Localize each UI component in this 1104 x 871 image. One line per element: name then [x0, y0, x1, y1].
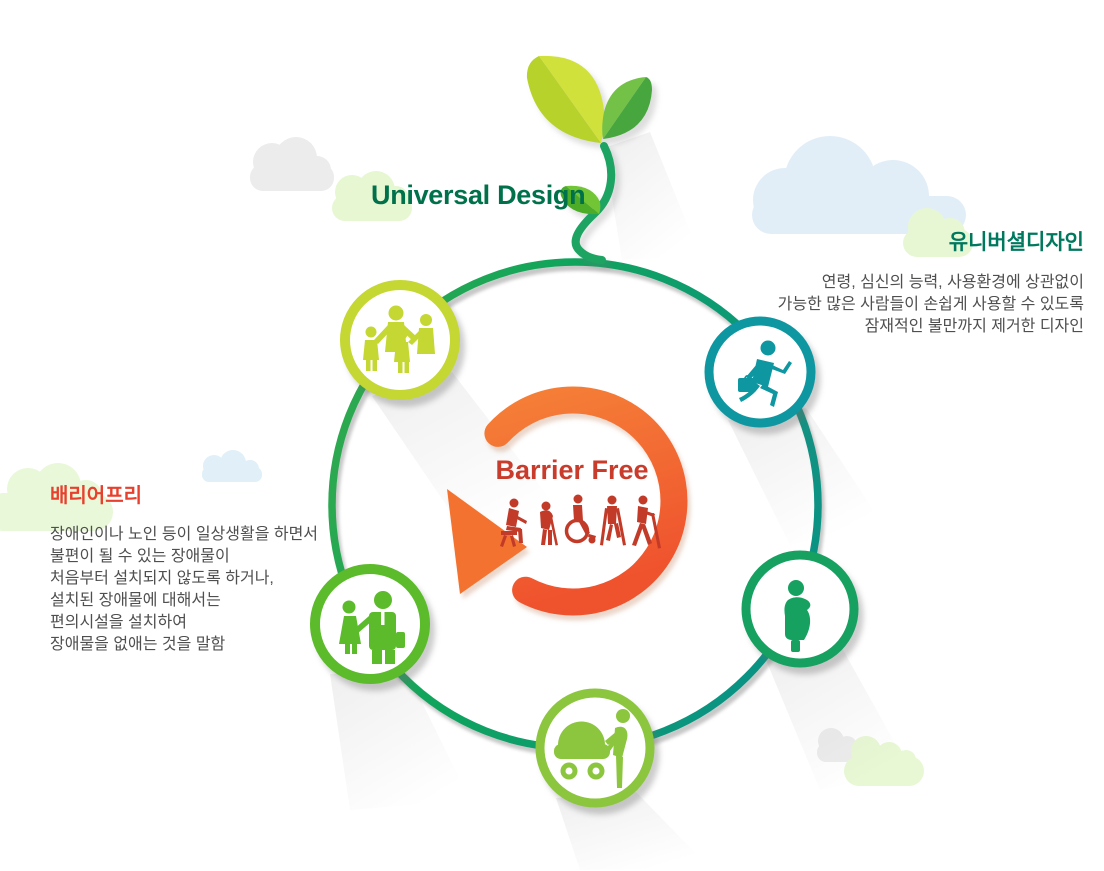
node-businessman — [704, 316, 816, 428]
barrier-free-desc-line: 처음부터 설치되지 않도록 하거나, — [50, 570, 274, 587]
node-pregnant-woman — [741, 550, 859, 668]
elder-with-long-cane-icon — [632, 495, 661, 549]
hunched-elder-with-cane-icon — [540, 501, 558, 546]
wheelchair-user-icon — [564, 494, 596, 544]
adult-with-child-icon — [339, 591, 405, 664]
barrier-free-desc-line: 설치된 장애물에 대해서는 — [50, 592, 221, 609]
pregnant-woman-icon — [784, 580, 811, 652]
barrier-free-title-en: Barrier Free — [495, 455, 649, 485]
family-icon — [363, 305, 435, 373]
running-businessman-icon — [738, 340, 792, 407]
leaf-small-green — [560, 185, 601, 215]
node-stroller — [535, 688, 655, 808]
leaf-large-yellow-green — [526, 55, 605, 143]
center-accessibility-icons — [500, 494, 661, 549]
shadow-beams — [330, 132, 910, 870]
barrier-free-description: 장애인이나 노인 등이 일상생활을 하면서 불편이 될 수 있는 장애물이 처음… — [50, 524, 318, 656]
universal-design-description: 연령, 심신의 능력, 사용환경에 상관없이 가능한 많은 사람들이 손쉽게 사… — [778, 272, 1084, 338]
barrier-free-desc-line: 장애물을 없애는 것을 말함 — [50, 636, 226, 653]
person-with-crutches-icon — [600, 495, 626, 546]
parent-with-stroller-icon — [554, 709, 630, 788]
leaf-large-green — [602, 77, 652, 139]
cloud-green-topright — [903, 208, 973, 257]
universal-design-desc-line: 가능한 많은 사람들이 손쉽게 사용할 수 있도록 — [777, 296, 1084, 313]
cloud-gray-topleft — [250, 137, 334, 191]
barrier-free-desc-line: 불편이 될 수 있는 장애물이 — [50, 548, 230, 565]
universal-design-title-en: Universal Design — [371, 180, 586, 210]
barrier-free-desc-line: 편의시설을 설치하여 — [50, 614, 187, 631]
node-adult-with-child — [310, 564, 430, 684]
universal-design-title-ko: 유니버셜디자인 — [948, 231, 1084, 254]
cloud-blue-left — [202, 450, 262, 482]
seated-person-icon — [500, 498, 527, 547]
plant-stem — [571, 142, 616, 264]
universal-design-desc-line: 연령, 심신의 능력, 사용환경에 상관없이 — [821, 274, 1084, 291]
cloud-green-topleft — [332, 171, 412, 221]
barrier-free-title-ko: 배리어프리 — [50, 485, 142, 507]
universal-design-desc-line: 잠재적인 불만까지 제거한 디자인 — [864, 318, 1084, 335]
arrowhead-icon — [447, 489, 527, 594]
orange-cycle-arc — [484, 386, 688, 616]
barrier-free-arrow-group — [7, 386, 688, 616]
barrier-free-desc-line: 장애인이나 노인 등이 일상생활을 하면서 — [50, 526, 319, 543]
node-family — [340, 280, 460, 400]
plant-illustration — [526, 55, 652, 264]
